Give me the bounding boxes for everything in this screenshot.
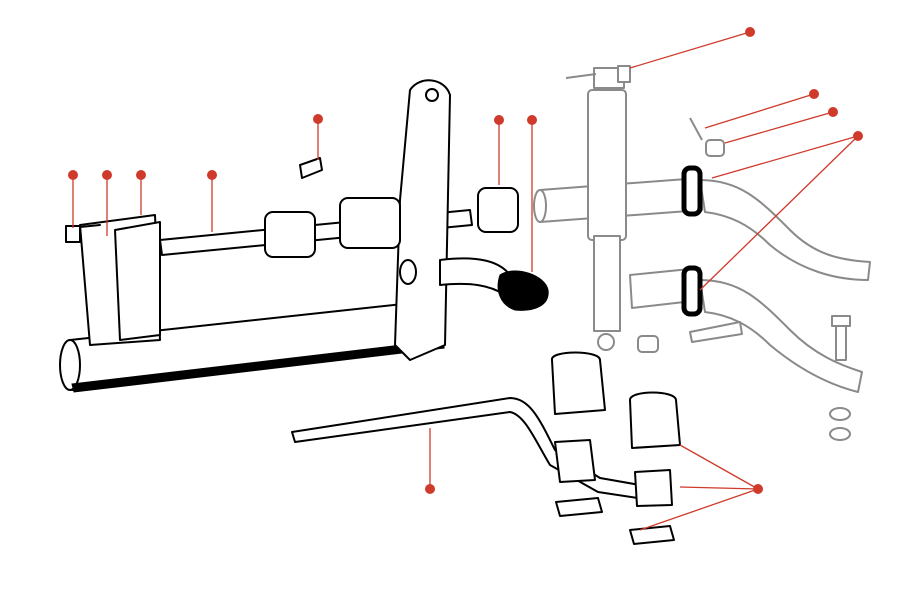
callout-dot bbox=[136, 170, 146, 180]
callout-dot bbox=[425, 484, 435, 494]
callout-dot bbox=[313, 114, 323, 124]
anti-roll-bar bbox=[291, 351, 681, 545]
callout-dot bbox=[494, 115, 504, 125]
callout-dot bbox=[753, 484, 763, 494]
callout-dot bbox=[809, 89, 819, 99]
bushing-rings bbox=[681, 165, 703, 317]
callout-dot bbox=[527, 115, 537, 125]
callout-leaders bbox=[72, 31, 859, 531]
callout-dot bbox=[207, 170, 217, 180]
callout-dot bbox=[102, 170, 112, 180]
callout-dot bbox=[68, 170, 78, 180]
torsion-tube-assembly bbox=[59, 79, 549, 393]
callout-dots bbox=[68, 27, 863, 494]
callout-dot bbox=[853, 131, 863, 141]
callout-dot bbox=[828, 107, 838, 117]
callout-dot bbox=[745, 27, 755, 37]
